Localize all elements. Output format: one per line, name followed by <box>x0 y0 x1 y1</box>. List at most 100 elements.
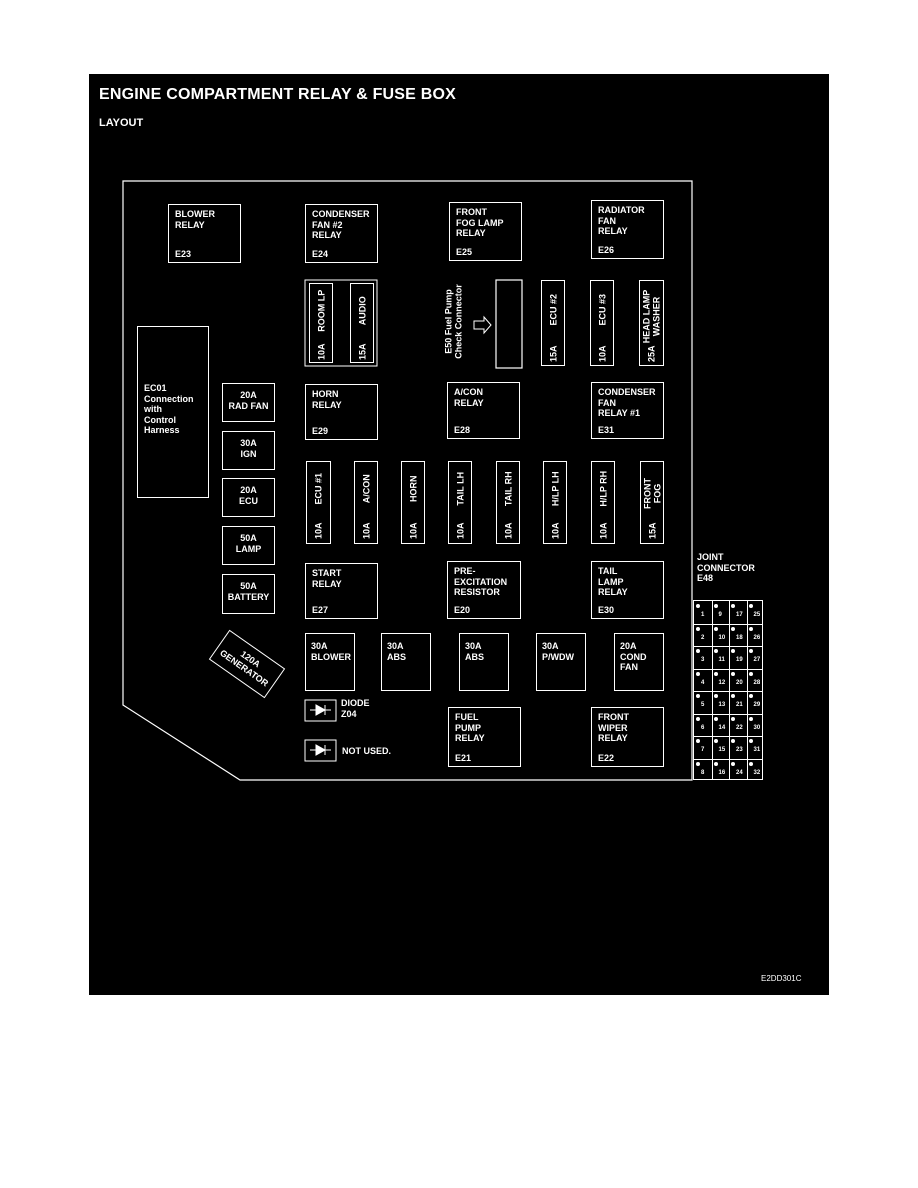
fuse-name: HORN <box>408 475 419 503</box>
relay-name: FUEL PUMP RELAY <box>455 712 485 743</box>
joint-pin-dot <box>696 671 700 676</box>
fuse-hlp-rh: H/LP RH 10A <box>591 461 615 544</box>
joint-pin-dot <box>696 761 700 766</box>
joint-grid-line <box>711 601 713 779</box>
joint-pin-label: 22 <box>736 724 743 731</box>
joint-pin-label: 32 <box>753 769 761 776</box>
joint-pin-label: 30 <box>753 724 761 731</box>
joint-pin-dot <box>748 649 753 653</box>
relay-id: E25 <box>456 247 473 257</box>
relay-name: FRONT WIPER RELAY <box>598 712 629 743</box>
joint-connector-label: JOINT CONNECTOR E48 <box>697 552 755 583</box>
relay-id: E29 <box>312 426 329 436</box>
joint-pin-label: 20 <box>736 679 743 686</box>
joint-pin-label: 2 <box>701 634 705 641</box>
joint-pin-dot <box>731 604 735 608</box>
battery-fuse: 50A BATTERY <box>222 574 275 614</box>
joint-pin-label: 11 <box>718 657 725 663</box>
rad-fan-fuse: 20A RAD FAN <box>222 383 275 422</box>
joint-pin-label: 3 <box>701 657 705 663</box>
joint-pin-label: 29 <box>753 702 761 708</box>
relay-id: E31 <box>598 425 615 435</box>
fuse-label: 30A ABS <box>387 641 407 662</box>
joint-pin-dot <box>748 716 753 721</box>
joint-pin-label: 6 <box>701 724 705 731</box>
start-relay: START RELAY E27 <box>305 563 378 619</box>
fuse-amp: 10A <box>550 522 561 540</box>
fuse-amp: 15A <box>647 522 658 540</box>
ecu-fuse: 20A ECU <box>222 478 275 517</box>
joint-pin-dot <box>696 739 700 743</box>
fuse-label: 30A BLOWER <box>311 641 351 662</box>
fuse-label: 20A RAD FAN <box>228 390 269 411</box>
acon-relay: A/CON RELAY E28 <box>447 382 520 439</box>
joint-grid-line <box>694 758 762 760</box>
joint-pin-dot <box>731 671 735 676</box>
joint-pin-dot <box>713 716 718 721</box>
joint-pin-label: 5 <box>701 702 705 708</box>
joint-pin-label: 4 <box>701 679 705 686</box>
joint-pin-dot <box>731 626 735 631</box>
diagram-panel <box>89 74 829 995</box>
joint-pin-dot <box>731 716 735 721</box>
fuse-amp: 10A <box>597 345 608 363</box>
relay-name: CONDENSER FAN #2 RELAY <box>312 209 370 240</box>
joint-grid-line <box>694 623 762 625</box>
front-fog-lamp-relay: FRONT FOG LAMP RELAY E25 <box>449 202 522 261</box>
joint-pin-label: 1 <box>701 612 705 618</box>
fuse-ecu-2: ECU #2 15A <box>541 280 565 366</box>
e50-label: E50 Fuel Pump Check Connector <box>443 284 464 359</box>
fuse-hlp-lh: H/LP LH 10A <box>543 461 567 544</box>
ign-fuse: 30A IGN <box>222 431 275 470</box>
relay-id: E23 <box>175 249 192 259</box>
joint-pin-label: 14 <box>718 724 726 731</box>
joint-pin-dot <box>748 604 753 608</box>
pre-excitation-resistor: PRE- EXCITATION RESISTOR E20 <box>447 561 521 619</box>
horn-relay: HORN RELAY E29 <box>305 384 378 440</box>
image-code: E2DD301C <box>761 974 802 983</box>
joint-pin-label: 31 <box>753 747 761 753</box>
fuse-name: ECU #3 <box>597 294 608 326</box>
joint-pin-dot <box>713 604 718 608</box>
joint-grid-line <box>694 646 762 647</box>
joint-pin-label: 8 <box>701 769 705 776</box>
joint-pin-label: 16 <box>718 769 726 776</box>
relay-name: A/CON RELAY <box>454 387 484 408</box>
joint-pin-label: 28 <box>753 679 761 686</box>
front-wiper-relay: FRONT WIPER RELAY E22 <box>591 707 664 767</box>
fuse-tail-lh: TAIL LH 10A <box>448 461 472 544</box>
fuse-label: 20A ECU <box>238 485 258 506</box>
joint-pin-dot <box>748 671 753 676</box>
joint-pin-label: 18 <box>736 634 743 641</box>
joint-pin-label: 23 <box>736 747 743 753</box>
joint-grid-line <box>694 691 762 692</box>
joint-pin-dot <box>731 761 735 766</box>
fuse-room-lp: ROOM LP 10A <box>309 283 333 363</box>
fuse-head-lamp-washer: HEAD LAMP WASHER 25A <box>639 280 664 366</box>
joint-grid-line <box>694 736 762 737</box>
fuse-name: ECU #2 <box>548 294 559 326</box>
fuse-name: H/LP RH <box>598 470 609 507</box>
joint-pin-dot <box>696 626 700 631</box>
joint-pin-dot <box>696 716 700 721</box>
fuse-audio: AUDIO 15A <box>350 283 374 363</box>
tail-lamp-relay: TAIL LAMP RELAY E30 <box>591 561 664 619</box>
fuse-name: ECU #1 <box>313 473 324 505</box>
fuse-front-fog: FRONT FOG 15A <box>640 461 664 544</box>
relay-name: PRE- EXCITATION RESISTOR <box>454 566 508 597</box>
joint-grid-line <box>729 601 730 779</box>
joint-pin-dot <box>748 626 753 631</box>
fuse-amp: 10A <box>503 522 514 540</box>
abs-fuse-2: 30A ABS <box>459 633 509 691</box>
relay-id: E22 <box>598 753 615 763</box>
joint-pin-dot <box>696 694 700 698</box>
joint-pin-dot <box>748 694 753 698</box>
joint-pin-dot <box>713 671 718 676</box>
blower-relay: BLOWER RELAY E23 <box>168 204 241 263</box>
joint-pin-label: 17 <box>736 612 743 618</box>
fuse-label: 30A IGN <box>240 438 257 459</box>
fuse-amp: 10A <box>598 522 609 540</box>
joint-pin-label: 13 <box>718 702 726 708</box>
